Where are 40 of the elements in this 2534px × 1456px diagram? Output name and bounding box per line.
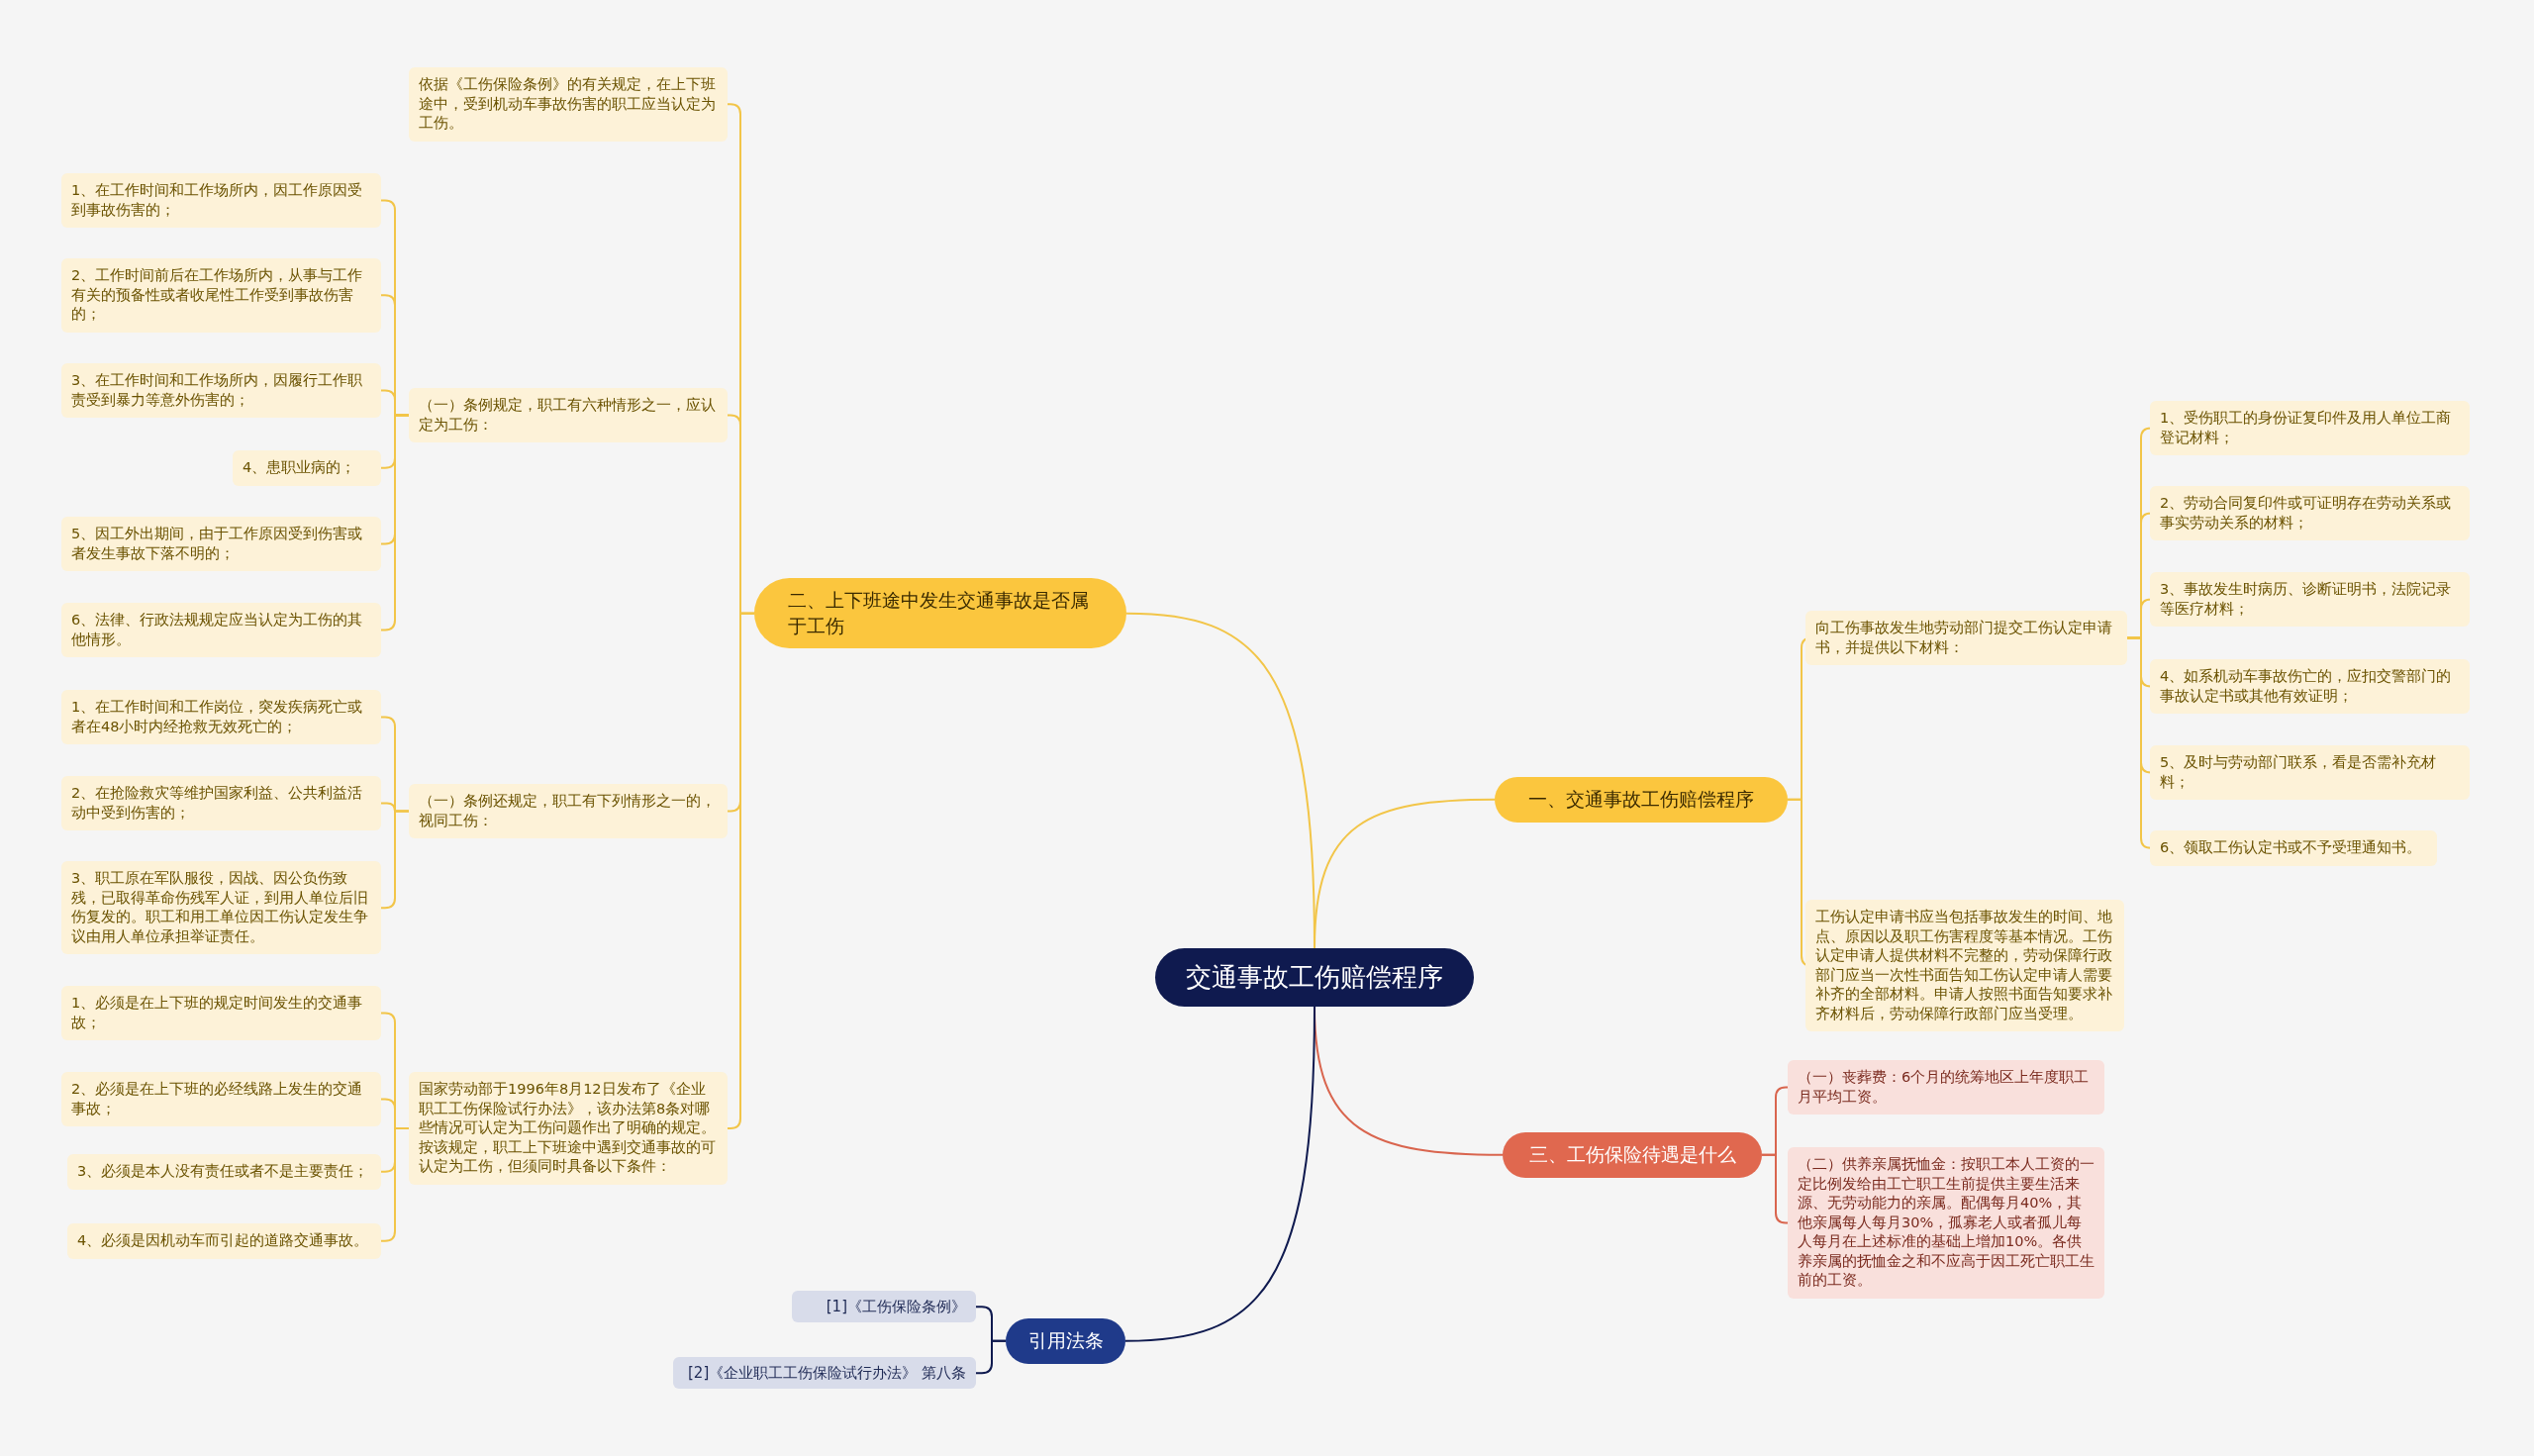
subtopic-card: 5、因工外出期间，由于工作原因受到伤害或者发生事故下落不明的； [61,517,381,572]
connector-line [1124,1006,1316,1342]
connector-line [380,810,410,910]
subtopic-card: 3、在工作时间和工作场所内，因履行工作职责受到暴力等意外伤害的； [61,363,381,419]
reference-card: [1]《工伤保险条例》 [792,1291,976,1323]
subtopic-card: 3、必须是本人没有责任或者不是主要责任； [67,1154,381,1190]
subtopic-card: 1、在工作时间和工作场所内，因工作原因受到事故伤害的； [61,173,381,229]
subtopic-card: 4、必须是因机动车而引起的道路交通事故。 [67,1223,381,1259]
subtopic-card: 4、患职业病的； [233,450,381,486]
subtopic-card: （一）条例规定，职工有六种情形之一，应认定为工伤： [409,388,728,443]
subtopic-card: 2、在抢险救灾等维护国家利益、公共利益活动中受到伤害的； [61,776,381,831]
reference-card: [2]《企业职工工伤保险试行办法》 第八条 [673,1357,976,1390]
subtopic-card: （二）供养亲属抚恤金：按职工本人工资的一定比例发给由工亡职工生前提供主要生活来源、无劳动能力的亲属。配偶每月40%，其他亲属每人每月30%，孤寡老人或者孤儿每人每月在上述标准的基础上增加10%。各供养亲属的抚恤金之和不应高于因工死亡职工生前的工资。 [1788,1147,2104,1299]
subtopic-card: 1、受伤职工的身份证复印件及用人单位工商登记材料； [2150,401,2470,456]
subtopic-card: 2、工作时间前后在工作场所内，从事与工作有关的预备性或者收尾性工作受到事故伤害的； [61,258,381,333]
branch-topic: 三、工伤保险待遇是什么 [1503,1132,1762,1178]
subtopic-card: 3、职工原在军队服役，因战、因公负伤致残，已取得革命伤残军人证，到用人单位后旧伤复发的。职工和用工单位因工伤认定发生争议由用人单位承担举证责任。 [61,861,381,955]
subtopic-card: 1、必须是在上下班的规定时间发生的交通事故； [61,986,381,1041]
central-topic: 交通事故工伤赔偿程序 [1155,948,1474,1008]
subtopic-card: 依据《工伤保险条例》的有关规定，在上下班途中，受到机动车事故伤害的职工应当认定为工伤。 [409,67,728,142]
subtopic-card: 国家劳动部于1996年8月12日发布了《企业职工工伤保险试行办法》，该办法第8条对哪些情况可认定为工伤问题作出了明确的规定。按该规定，职工上下班途中遇到交通事故的可认定为工伤，但须同时具备以下条件： [409,1072,728,1185]
branch-topic: 一、交通事故工伤赔偿程序 [1495,777,1788,823]
connector-line [975,1339,1007,1375]
subtopic-card: 2、劳动合同复印件或可证明存在劳动关系或事实劳动关系的材料； [2150,486,2470,541]
subtopic-card: 1、在工作时间和工作岗位，突发疾病死亡或者在48小时内经抢救无效死亡的； [61,690,381,745]
connector-line [727,612,755,1129]
subtopic-card: 工伤认定申请书应当包括事故发生的时间、地点、原因以及职工伤害程度等基本情况。工伤认定申请人提供材料不完整的，劳动保障行政部门应当一次性书面告知工伤认定申请人需要补齐的全部材料。申请人按照书面告知要求补齐材料后，劳动保障行政部门应当受理。 [1805,900,2124,1032]
subtopic-card: 2、必须是在上下班的必经线路上发生的交通事故； [61,1072,381,1127]
subtopic-card: 5、及时与劳动部门联系，看是否需补充材料； [2150,745,2470,801]
connector-line [1761,1153,1789,1224]
subtopic-card: 6、法律、行政法规规定应当认定为工伤的其他情形。 [61,603,381,658]
branch-topic: 二、上下班途中发生交通事故是否属于工伤 [754,578,1126,649]
subtopic-card: 向工伤事故发生地劳动部门提交工伤认定申请书，并提供以下材料： [1805,611,2127,666]
branch-topic: 引用法条 [1006,1318,1125,1364]
connector-line [380,1126,410,1242]
subtopic-card: （一）丧葬费：6个月的统筹地区上年度职工月平均工资。 [1788,1060,2104,1116]
subtopic-card: （一）条例还规定，职工有下列情形之一的，视同工伤： [409,784,728,839]
subtopic-card: 3、事故发生时病历、诊断证明书，法院记录等医疗材料； [2150,572,2470,628]
subtopic-card: 4、如系机动车事故伤亡的，应扣交警部门的事故认定书或其他有效证明； [2150,659,2470,715]
subtopic-card: 6、领取工伤认定书或不予受理通知书。 [2150,830,2437,866]
